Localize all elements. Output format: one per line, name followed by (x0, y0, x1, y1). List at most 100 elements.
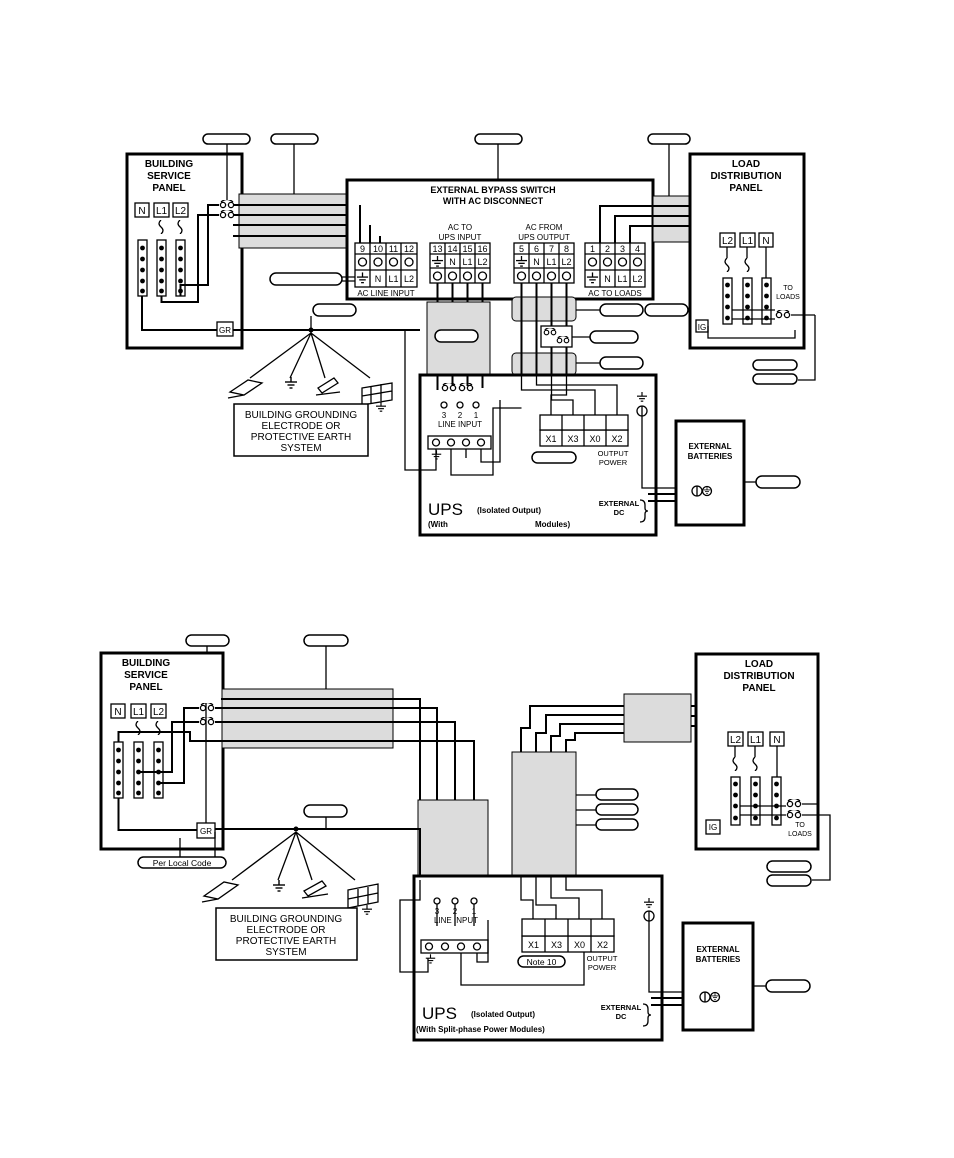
ups-with-label: (With Split-phase Power Modules) (416, 1025, 545, 1034)
reference-tag (766, 874, 812, 887)
terminal-label: L1 (617, 274, 627, 284)
terminal-label: L2 (477, 257, 487, 267)
reference-tag (595, 788, 639, 801)
terminal-number: 3 (620, 244, 625, 254)
to-loads-label: TO (795, 822, 805, 829)
ac-to-ups-input-block: 13 14 15 16 N L1 L2 (429, 242, 491, 284)
terminal-label: N (604, 274, 611, 284)
external-dc-label: EXTERNAL (599, 499, 640, 508)
reference-tag (270, 133, 319, 145)
terminal-label-l1: L1 (133, 707, 145, 718)
terminal-number: 10 (373, 244, 383, 254)
terminal-number: 9 (360, 244, 365, 254)
ig-label: IG (709, 823, 717, 832)
top-grounding-electrode: BUILDING GROUNDING ELECTRODE OR PROTECTI… (227, 332, 393, 457)
bottom-diagram: BUILDING SERVICE PANEL N L1 L2 GR Per Lo… (99, 634, 831, 1042)
block-label: AC LINE INPUT (357, 289, 414, 298)
panel-title-line: PANEL (729, 183, 762, 194)
terminal-label-l1: L1 (156, 206, 168, 217)
reference-tag (434, 329, 479, 343)
panel-title-line: BUILDING (122, 658, 171, 669)
to-loads-label: TO (783, 285, 793, 292)
terminal-number: 4 (635, 244, 640, 254)
bottom-external-batteries: EXTERNAL BATTERIES (681, 921, 755, 1032)
output-power-label: OUTPUT (598, 449, 629, 458)
panel-title-line: SERVICE (147, 171, 191, 182)
reference-tag (766, 860, 812, 873)
top-building-service-panel: BUILDING SERVICE PANEL N L1 L2 GR (125, 152, 244, 350)
ups-title: UPS (428, 500, 463, 519)
output-terminal: X1 (528, 940, 539, 950)
panel-title-line: PANEL (742, 683, 775, 694)
conduit (652, 195, 690, 243)
conduit (221, 688, 394, 749)
terminal-label: N (375, 274, 382, 284)
terminal-label: N (449, 257, 456, 267)
top-load-distribution-panel: LOAD DISTRIBUTION PANEL L2 L1 N TO LOADS… (688, 152, 815, 350)
panel-title-line: DISTRIBUTION (710, 171, 781, 182)
electrode-text: PROTECTIVE EARTH (251, 432, 351, 443)
terminal-label: L1 (546, 257, 556, 267)
conduit (511, 296, 577, 322)
ups-with-label: (With (428, 520, 448, 529)
output-terminal: X1 (545, 434, 556, 444)
reference-tag (303, 804, 348, 818)
terminal-label: L2 (561, 257, 571, 267)
output-power-label: POWER (588, 963, 617, 972)
panel-title-line: BUILDING (145, 159, 194, 170)
electrode-text: PROTECTIVE EARTH (236, 936, 336, 947)
output-terminal: X3 (551, 940, 562, 950)
output-terminal: X2 (597, 940, 608, 950)
line-input-num: 1 (474, 411, 479, 420)
reference-tag (531, 451, 577, 464)
terminal-label-n: N (762, 236, 769, 247)
conduit (511, 751, 577, 877)
reference-tag (752, 373, 798, 385)
terminal-label-n: N (138, 206, 145, 217)
terminal-number: 1 (590, 244, 595, 254)
reference-tag (752, 359, 798, 371)
top-diagram: BUILDING SERVICE PANEL N L1 L2 GR (125, 133, 816, 537)
ac-from-ups-output-block: 5 6 7 8 N L1 L2 (513, 242, 575, 284)
block-caption: UPS OUTPUT (518, 233, 570, 242)
batteries-label: BATTERIES (696, 955, 741, 964)
note-10-tag: Note 10 (527, 957, 557, 967)
reference-tag (599, 356, 644, 370)
electrode-text: BUILDING GROUNDING (245, 410, 357, 421)
terminal-number: 16 (477, 244, 487, 254)
ac-line-input-block: 9 10 11 12 N L1 L2 AC LINE INPUT (354, 242, 418, 298)
block-label: AC TO LOADS (588, 289, 642, 298)
output-terminal: X0 (574, 940, 585, 950)
bottom-grounding-electrode: BUILDING GROUNDING ELECTRODE OR PROTECTI… (201, 831, 379, 961)
terminal-label-l2: L2 (153, 707, 165, 718)
top-ups-unit: 3 2 1 LINE INPUT X1 X3 X0 X2 OUTPUT POWE… (404, 330, 680, 537)
terminal-label-n: N (114, 707, 121, 718)
bottom-load-distribution-panel: LOAD DISTRIBUTION PANEL L2 L1 N TO LOADS… (694, 652, 820, 851)
external-dc-label: EXTERNAL (601, 1003, 642, 1012)
terminal-label: L2 (404, 274, 414, 284)
terminal-number: 2 (605, 244, 610, 254)
output-terminal: X2 (611, 434, 622, 444)
terminal-number: 8 (564, 244, 569, 254)
reference-tag (269, 272, 343, 286)
conduit (238, 193, 348, 249)
panel-title-line: PANEL (152, 183, 185, 194)
external-dc-label: DC (614, 508, 625, 517)
terminal-number: 11 (389, 244, 398, 254)
terminal-number: 6 (534, 244, 539, 254)
ups-isolated-label: (Isolated Output) (471, 1010, 535, 1019)
terminal-label-n: N (773, 735, 780, 746)
panel-title-line: SERVICE (124, 670, 168, 681)
line-input-label: LINE INPUT (438, 420, 482, 429)
block-caption: AC FROM (526, 223, 563, 232)
terminal-number: 13 (432, 244, 442, 254)
terminal-label-l1: L1 (750, 735, 762, 746)
reference-tag (202, 133, 251, 145)
electrode-text: BUILDING GROUNDING (230, 914, 342, 925)
ups-modules-label: Modules) (535, 520, 570, 529)
line-input-num: 3 (442, 411, 447, 420)
panel-title-line: LOAD (732, 159, 760, 170)
reference-tag (474, 133, 523, 145)
electrode-text: ELECTRODE OR (247, 925, 326, 936)
